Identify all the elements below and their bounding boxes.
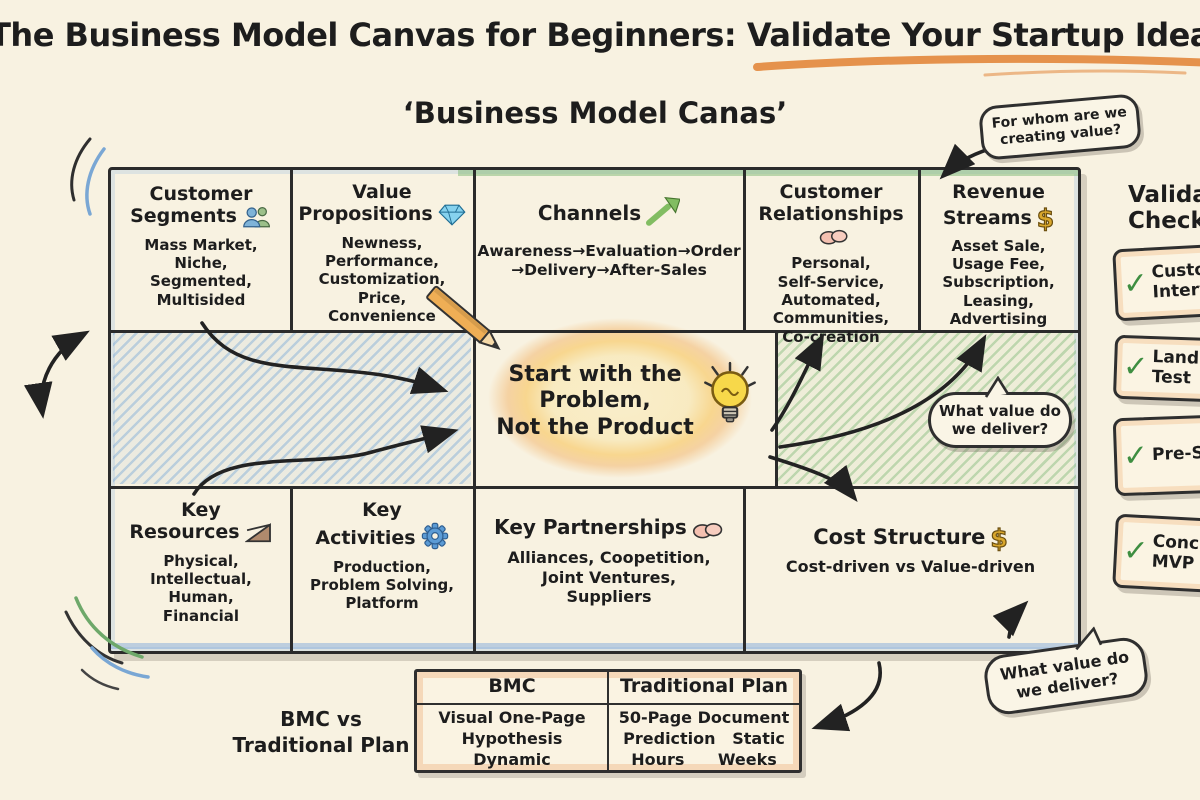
orange-underline <box>753 54 1200 71</box>
key-resources-title: Key Resources <box>129 499 240 543</box>
table-cell: Prediction Static <box>623 728 785 748</box>
value-propositions-body: Newness, Performance, Customization, Pri… <box>318 233 446 325</box>
arrow-bubble-to-table <box>811 661 882 732</box>
speech-bubble-what-value-bottom: What value do we deliver? <box>981 626 1151 717</box>
checklist-item-customer-interviews: ✓ Custom Interv <box>1112 242 1200 322</box>
top-green-shading <box>458 170 1078 176</box>
revenue-streams-body: Asset Sale, Usage Fee, Subscription, Lea… <box>942 236 1055 328</box>
grid-line <box>918 170 921 330</box>
corner-swoosh <box>85 147 106 216</box>
comparison-column-bmc: BMC Visual One-Page Hypothesis Dynamic <box>417 672 609 770</box>
speech-bubble-text: What value do we deliver? <box>998 647 1131 702</box>
check-icon: ✓ <box>1122 533 1150 570</box>
cost-structure-title: Cost Structure <box>813 525 986 549</box>
lightbulb-icon <box>699 360 761 436</box>
table-cell: Hours Weeks <box>631 749 777 769</box>
checklist-item-landing-test: ✓ Landing Test <box>1112 334 1200 404</box>
grid-line <box>111 330 1078 333</box>
grid-line <box>473 486 476 651</box>
checklist-item-concierge-mvp: ✓ Concie MVP <box>1112 513 1200 595</box>
table-cell: 50-Page Document <box>618 707 790 727</box>
cell-key-activities: Key Activities Production, Problem Solvi… <box>292 499 472 613</box>
key-activities-title: Key Activities <box>315 499 416 549</box>
grid-line <box>111 486 1078 489</box>
grid-line <box>473 330 476 486</box>
table-cell: Visual One-Page <box>438 707 586 727</box>
checklist-item-pre-sales: ✓ Pre-Sa <box>1112 413 1200 497</box>
check-icon: ✓ <box>1122 438 1149 474</box>
revenue-streams-title: Revenue Streams <box>942 181 1045 229</box>
key-resources-body: Physical, Intellectual, Human, Financial <box>150 551 252 625</box>
canvas-subtitle: ‘Business Model Canas’ <box>402 96 788 130</box>
key-partnerships-body: Alliances, Coopetition, Joint Ventures, … <box>507 548 711 607</box>
bottom-blue-shading <box>111 643 1078 649</box>
speech-bubble-what-value-mid: What value do we deliver? <box>928 375 1072 448</box>
key-activities-body: Production, Problem Solving, Platform <box>310 557 454 613</box>
grid-line <box>290 170 293 330</box>
cost-structure-body: Cost-driven vs Value-driven <box>785 557 1036 576</box>
center-message: Start with the Problem, Not the Product <box>496 362 694 440</box>
cell-key-resources: Key Resources Physical, Intellectual, Hu… <box>113 499 289 625</box>
bubble-tail <box>983 375 1013 402</box>
cell-customer-segments: Customer Segments Mass Market, Niche, Se… <box>113 183 289 309</box>
cell-key-partnerships: Key Partnerships Alliances, Coopetition,… <box>475 516 743 607</box>
triangle-flag-icon <box>243 522 273 548</box>
table-cell: Hypothesis <box>461 728 563 748</box>
checklist-item-label: Custom Interv <box>1151 259 1200 303</box>
cell-channels: Channels Awareness→Evaluation→Order →Del… <box>475 196 743 280</box>
value-propositions-title: Value Propositions <box>298 181 433 225</box>
checklist-item-label: Landing Test <box>1151 347 1200 389</box>
checklist-item-label: Concie MVP <box>1151 532 1200 574</box>
grid-line <box>290 486 293 651</box>
speech-bubble-text: For whom are we creating value? <box>991 104 1128 149</box>
corner-swoosh <box>70 137 92 202</box>
dollar-icon: $ <box>990 523 1009 553</box>
growth-arrow-icon <box>646 196 681 230</box>
table-cell: Dynamic <box>473 749 551 769</box>
page-title: The Business Model Canvas for Beginners:… <box>0 16 1200 54</box>
orange-underline-thin <box>983 69 1187 77</box>
handshake-blob-icon <box>819 228 849 250</box>
column-header: BMC <box>417 672 607 705</box>
comparison-table: BMC Visual One-Page Hypothesis Dynamic T… <box>414 669 802 773</box>
corner-swoosh <box>80 668 120 691</box>
validation-checklist-title: Validat Checkl <box>1128 182 1200 235</box>
blue-hatch-band <box>113 332 471 484</box>
cell-customer-relationships: Customer Relationships Personal, Self-Se… <box>745 181 917 346</box>
channels-body: Awareness→Evaluation→Order →Delivery→Aft… <box>477 242 741 279</box>
column-header: Traditional Plan <box>609 672 799 705</box>
business-model-canvas-grid: Customer Segments Mass Market, Niche, Se… <box>108 167 1081 654</box>
bubble-tail <box>1072 626 1105 657</box>
dollar-icon: $ <box>1036 203 1055 233</box>
people-icon <box>242 206 272 232</box>
customer-segments-body: Mass Market, Niche, Segmented, Multiside… <box>144 235 258 309</box>
cell-revenue-streams: Revenue Streams$ Asset Sale, Usage Fee, … <box>920 181 1077 328</box>
channels-title: Channels <box>537 201 642 225</box>
speech-bubble-text: What value do we deliver? <box>939 402 1061 438</box>
customer-relationships-title: Customer Relationships <box>758 181 904 225</box>
checklist-item-label: Pre-Sa <box>1151 442 1200 466</box>
key-partnerships-title: Key Partnerships <box>494 515 687 539</box>
cell-center-message: Start with the Problem, Not the Product <box>475 362 715 441</box>
check-icon: ✓ <box>1122 265 1150 302</box>
handshake-blob-icon <box>692 521 724 544</box>
double-curved-arrow-left <box>23 330 90 419</box>
grid-line <box>743 486 746 651</box>
customer-segments-title: Customer Segments <box>130 183 253 227</box>
diamond-icon <box>438 204 466 230</box>
grid-line <box>743 170 746 330</box>
cell-value-propositions: Value Propositions Newness, Performance,… <box>292 181 472 325</box>
comparison-label: BMC vs Traditional Plan <box>232 707 410 757</box>
grid-line <box>473 170 476 330</box>
gear-icon <box>421 522 449 554</box>
cell-cost-structure: Cost Structure$ Cost-driven vs Value-dri… <box>745 523 1076 577</box>
check-icon: ✓ <box>1122 349 1149 385</box>
grid-line <box>775 330 778 486</box>
comparison-column-traditional: Traditional Plan 50-Page Document Predic… <box>609 672 799 770</box>
customer-relationships-body: Personal, Self-Service, Automated, Commu… <box>772 254 890 346</box>
